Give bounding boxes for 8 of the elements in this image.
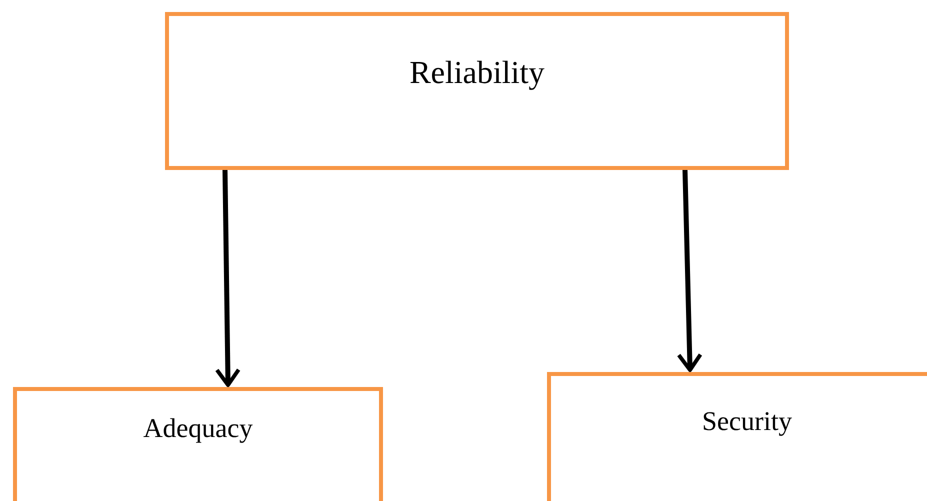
box-label: Security — [702, 406, 792, 437]
box-label: Adequacy — [143, 413, 253, 444]
process-box — [13, 387, 383, 501]
arrow — [215, 170, 241, 387]
box-label: Reliability — [409, 54, 545, 91]
process-box — [165, 12, 789, 170]
arrow — [676, 170, 702, 372]
process-box — [547, 372, 927, 501]
